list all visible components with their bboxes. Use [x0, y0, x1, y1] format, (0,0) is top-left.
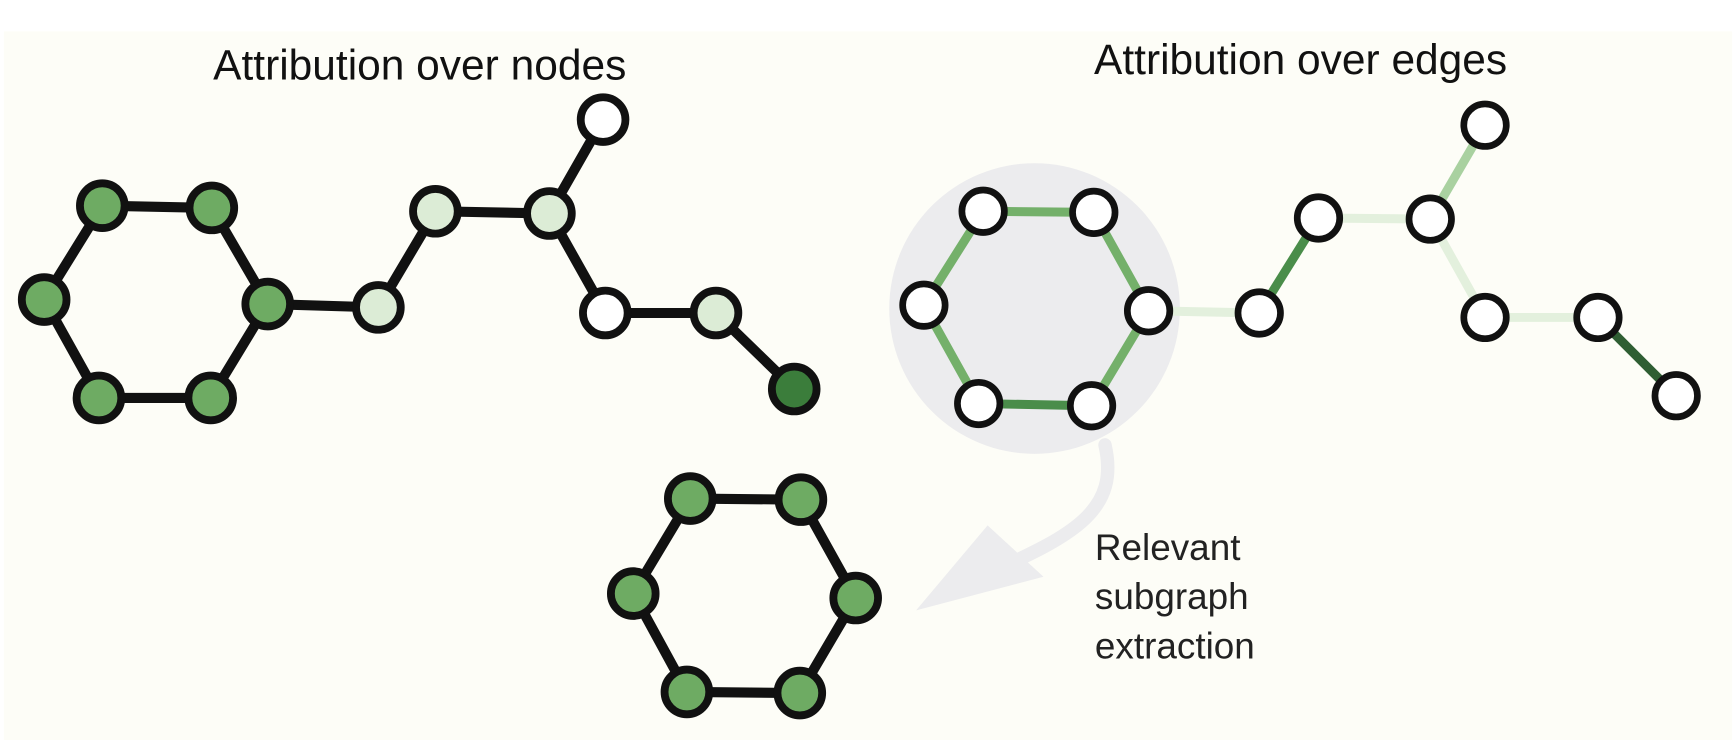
atom-node — [767, 362, 821, 416]
atom-node — [899, 280, 949, 330]
extraction-arrowhead — [916, 525, 1044, 611]
atom-node — [689, 286, 743, 340]
atom-node — [1460, 100, 1510, 150]
atom-node — [241, 277, 294, 331]
atom-node — [1293, 193, 1344, 243]
atom-node — [576, 93, 630, 146]
atom-node — [76, 179, 129, 232]
atom-node — [579, 286, 632, 340]
node-attribution-title: Attribution over nodes — [213, 41, 626, 88]
atom-node — [352, 281, 405, 334]
atom-node — [17, 273, 71, 326]
annotation-line-2: subgraph — [1095, 576, 1249, 617]
node-graph-atoms — [17, 93, 821, 425]
atom-node — [1069, 187, 1119, 237]
annotation-line-3: extraction — [1095, 625, 1255, 666]
atom-node — [1405, 194, 1455, 244]
atom-node — [663, 472, 717, 525]
atom-node — [184, 371, 237, 425]
atom-node — [1573, 292, 1623, 343]
atom-node — [72, 371, 126, 425]
atom-node — [774, 473, 828, 526]
atom-node — [1234, 288, 1284, 338]
subgraph-atoms — [606, 472, 882, 720]
atom-node — [954, 378, 1004, 429]
edge-graph-atoms — [899, 100, 1701, 431]
edge-attribution-title: Attribution over edges — [1094, 36, 1507, 83]
atom-node — [773, 666, 827, 720]
figure-background — [3, 31, 1733, 740]
extraction-arrow-layer — [916, 438, 1115, 611]
atom-node — [1651, 371, 1701, 421]
atom-node — [660, 665, 714, 719]
atom-node — [1460, 292, 1510, 343]
atom-node — [185, 181, 239, 235]
atom-node — [1123, 286, 1174, 336]
atom-node — [829, 571, 882, 625]
atom-node — [1066, 381, 1117, 431]
atom-node — [958, 186, 1008, 236]
atom-node — [523, 187, 576, 240]
atom-node — [409, 185, 462, 238]
annotation-line-1: Relevant — [1095, 527, 1241, 568]
atom-node — [606, 567, 660, 620]
